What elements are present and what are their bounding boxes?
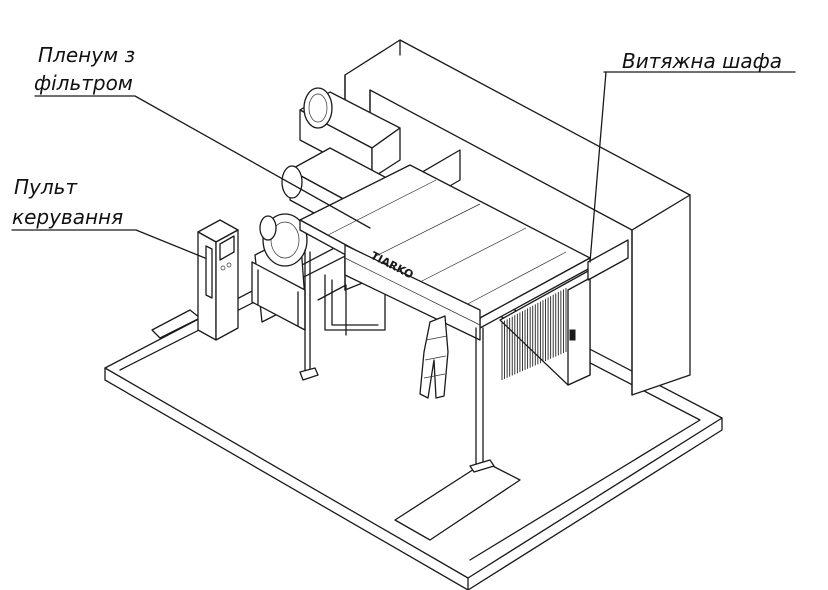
booth-legs — [469, 327, 495, 473]
plenum-with-filter — [299, 164, 591, 341]
frame-stand — [299, 249, 386, 381]
leader-lines — [11, 71, 796, 263]
exhaust-label: Витяжна шафа — [622, 49, 783, 73]
console-label-line2: керування — [12, 205, 124, 229]
plenum-label-line2: фільтром — [34, 71, 133, 95]
exhaust-cabinet — [499, 239, 629, 386]
console-label-line1: Пульт — [14, 175, 78, 199]
operator-figure — [419, 315, 449, 399]
plenum-label-line1: Пленум з — [38, 43, 136, 67]
control-panel — [197, 219, 239, 341]
